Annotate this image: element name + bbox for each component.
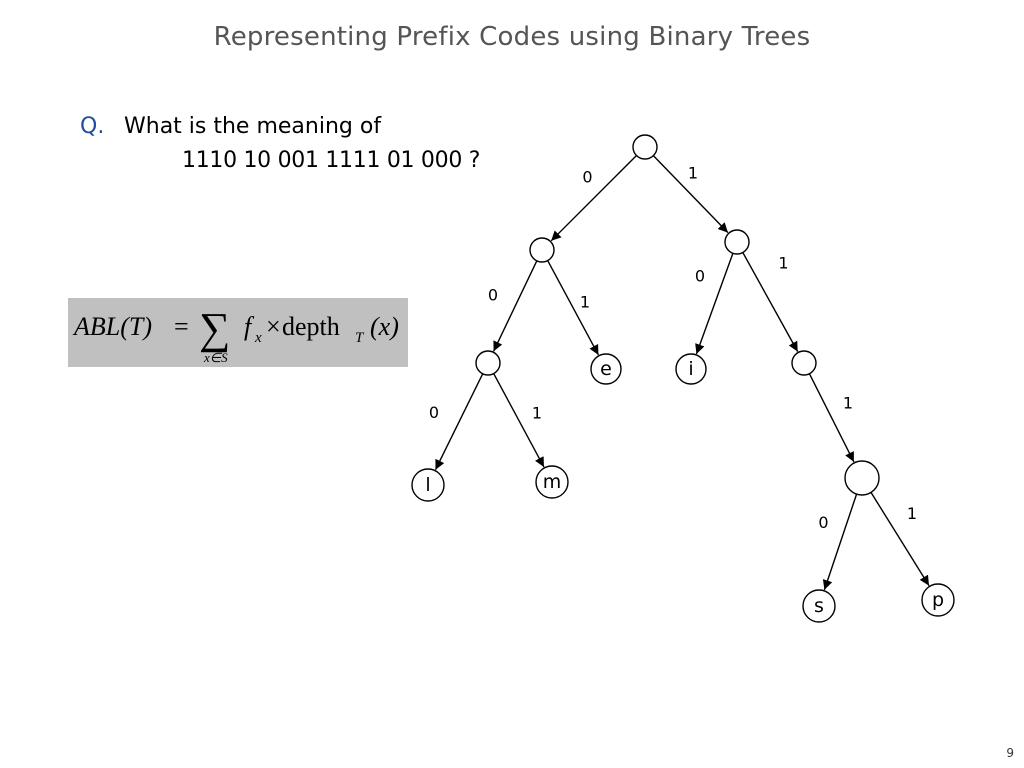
tree-edge-n1-i bbox=[695, 253, 734, 355]
leaf-label-i: i bbox=[688, 358, 693, 380]
formula-f: f bbox=[244, 312, 255, 341]
tree-leaf-node-m bbox=[535, 465, 569, 499]
formula-depth-subscript: T bbox=[355, 330, 365, 346]
edge-bit-label-n00-l: 0 bbox=[429, 403, 439, 422]
leaf-label-e: e bbox=[600, 358, 612, 380]
tree-internal-node-n11 bbox=[791, 350, 817, 376]
question-code: 1110 10 001 1111 01 000 ? bbox=[182, 148, 481, 173]
tree-edge-n111-s bbox=[822, 493, 858, 591]
tree-leaf-node-e bbox=[590, 353, 622, 385]
tree-edge-n11-n111 bbox=[808, 373, 855, 463]
formula-equals: = bbox=[174, 312, 189, 341]
formula-sum-sign: ∑ bbox=[199, 304, 230, 353]
tree-internal-node-n111 bbox=[844, 460, 880, 496]
formula-depth: depth bbox=[282, 312, 340, 341]
edge-bit-label-root-n1: 1 bbox=[688, 164, 698, 183]
edge-bit-label-n0-n00: 0 bbox=[488, 286, 498, 305]
abl-formula-box: ABL(T) = ∑ x∈S f x × depth T (x) bbox=[68, 298, 408, 367]
formula-argument: (x) bbox=[370, 312, 399, 341]
tree-edge-n0-e bbox=[547, 260, 600, 356]
tree-leaf-node-s bbox=[802, 589, 836, 623]
leaf-label-p: p bbox=[932, 589, 944, 611]
tree-edge-n00-l bbox=[434, 373, 484, 471]
edge-bit-label-n111-p: 1 bbox=[907, 504, 917, 523]
tree-edge-root-n0 bbox=[550, 154, 638, 242]
tree-leaf-node-l bbox=[411, 468, 445, 502]
tree-internal-node-root bbox=[632, 134, 658, 160]
tree-leaf-node-i bbox=[675, 353, 707, 385]
tree-edge-n111-p bbox=[870, 492, 930, 586]
leaf-label-l: l bbox=[425, 474, 430, 496]
edge-bit-label-n11-n111: 1 bbox=[843, 394, 853, 413]
tree-edge-n1-n11 bbox=[742, 252, 799, 352]
question-text: What is the meaning of bbox=[124, 114, 382, 139]
tree-leaf-node-p bbox=[921, 583, 955, 617]
question-label: Q. bbox=[80, 114, 105, 139]
tree-internal-node-n1 bbox=[724, 229, 750, 255]
edge-bit-label-n111-s: 0 bbox=[818, 513, 828, 532]
slide-title: Representing Prefix Codes using Binary T… bbox=[213, 22, 811, 52]
edge-bit-label-n1-i: 0 bbox=[695, 267, 705, 286]
tree-edge-n00-m bbox=[493, 373, 545, 468]
edge-bit-label-n1-n11: 1 bbox=[778, 254, 788, 273]
formula-f-subscript: x bbox=[254, 330, 262, 346]
leaf-label-m: m bbox=[543, 471, 562, 493]
tree-edge-root-n1 bbox=[652, 155, 729, 234]
abl-formula: ABL(T) = ∑ x∈S f x × depth T (x) bbox=[72, 304, 399, 365]
tree-internal-node-n0 bbox=[529, 237, 555, 263]
formula-sum-subscript: x∈S bbox=[203, 350, 228, 365]
edge-bit-label-n00-m: 1 bbox=[532, 404, 542, 423]
formula-times: × bbox=[266, 312, 281, 341]
tree-internal-node-n00 bbox=[475, 350, 501, 376]
tree-edge-n0-n00 bbox=[492, 260, 538, 352]
formula-lhs: ABL(T) bbox=[72, 312, 152, 341]
page-number: 9 bbox=[1006, 746, 1014, 760]
edge-bit-label-root-n0: 0 bbox=[582, 168, 592, 187]
leaf-label-s: s bbox=[814, 595, 824, 617]
edge-bit-label-n0-e: 1 bbox=[580, 293, 590, 312]
